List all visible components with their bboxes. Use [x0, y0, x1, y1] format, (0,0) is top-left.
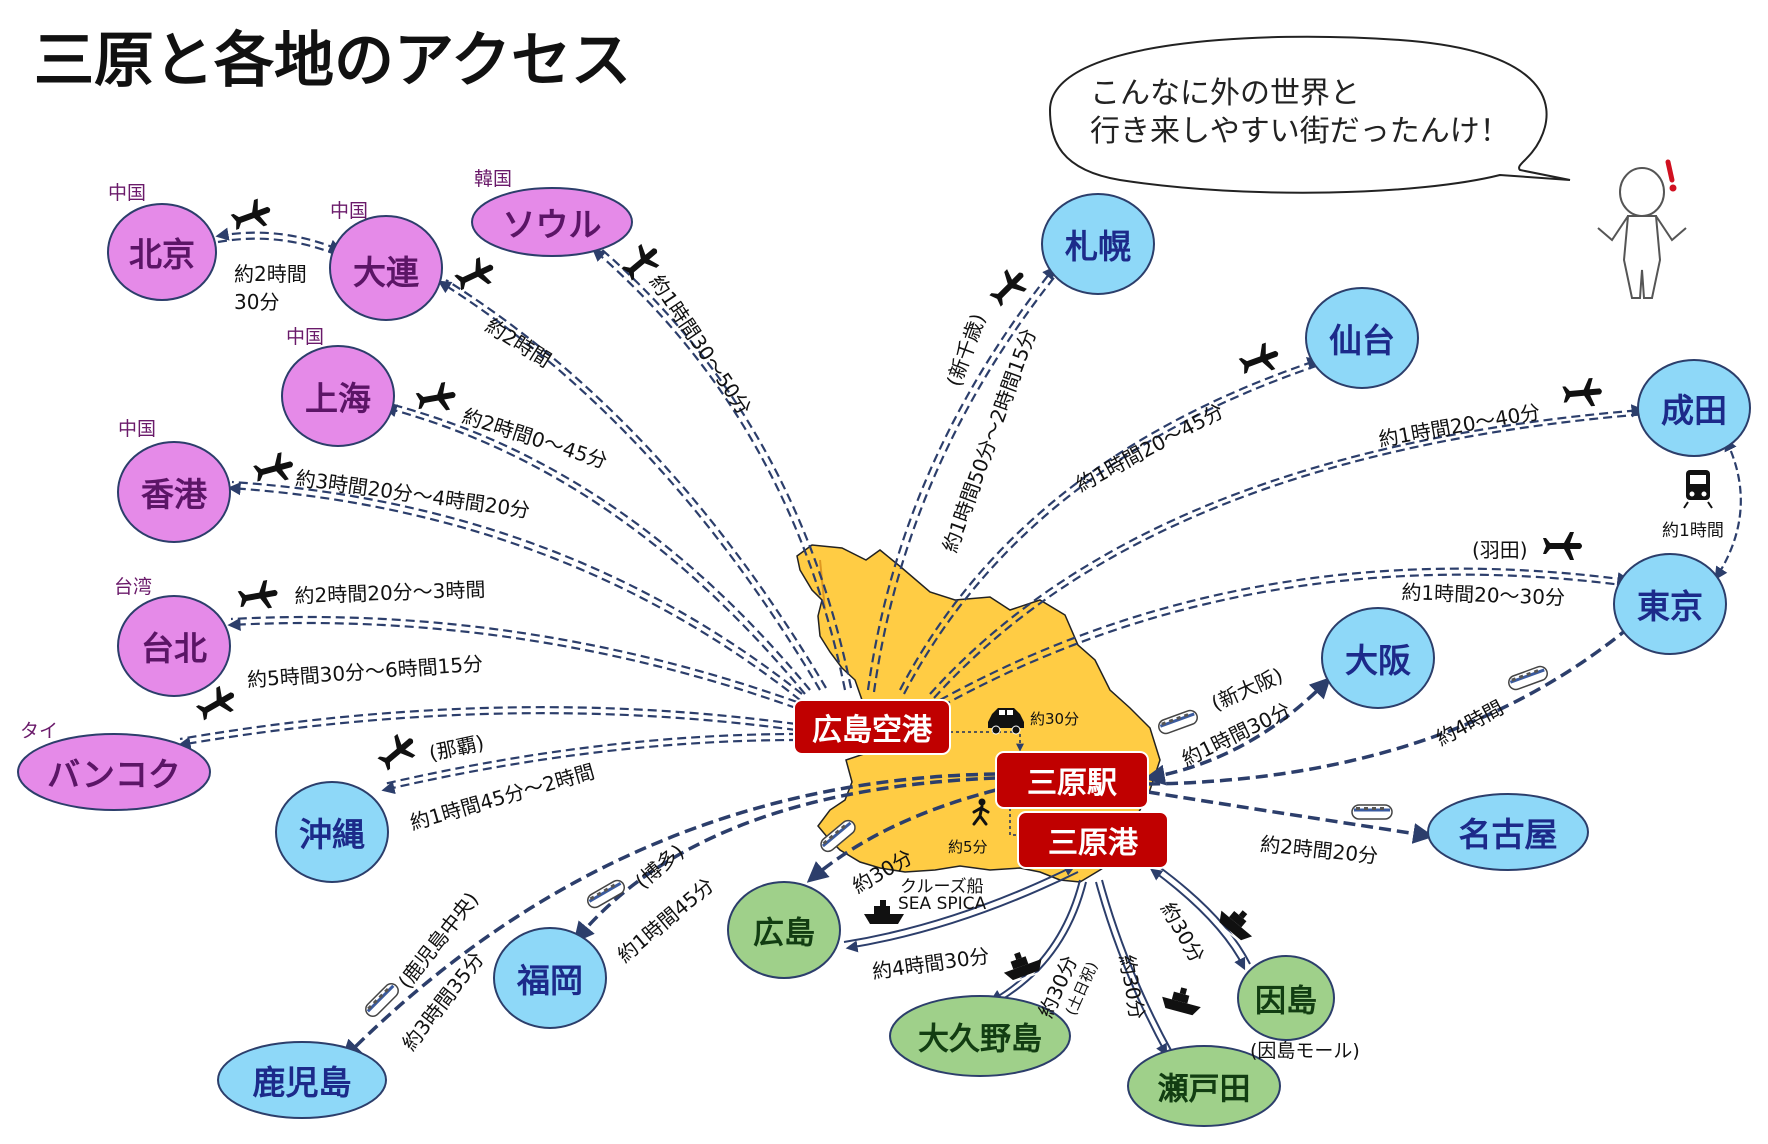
rail-routes: [341, 617, 1642, 1061]
plane-icon: [236, 578, 280, 614]
time-beijing-dalian-1: 約2時間: [234, 262, 307, 286]
person-icon: [1597, 159, 1687, 299]
node-seoul: ソウル: [502, 205, 602, 244]
node-hiroshima: 広島: [753, 915, 815, 952]
node-sapporo: 札幌: [1065, 227, 1131, 266]
node-taipei: 台北: [141, 629, 207, 668]
node-okunoshima: 大久野島: [918, 1021, 1042, 1058]
node-okinawa: 沖縄: [299, 815, 365, 854]
node-beijing: 北京: [129, 235, 195, 274]
ship-icon: [1212, 899, 1262, 947]
train-icon: [1155, 707, 1201, 737]
air-routes: [177, 227, 1647, 795]
local-train-icon: [1683, 470, 1713, 509]
car-icon: [988, 708, 1024, 735]
node-shanghai: 上海: [305, 379, 371, 418]
node-dalian: 大連: [353, 253, 419, 292]
node-hongkong: 香港: [141, 475, 207, 514]
region-seoul: 韓国: [474, 168, 513, 190]
plane-icon: [251, 450, 297, 488]
train-icon: [1505, 663, 1551, 693]
page-title: 三原と各地のアクセス: [34, 26, 631, 96]
ship-icon: [998, 945, 1047, 985]
time-beijing-dalian-2: 30分: [234, 290, 280, 314]
node-nagoya: 名古屋: [1458, 815, 1558, 854]
node-narita: 成田: [1661, 391, 1727, 430]
cruise-label-2: SEA SPICA: [898, 894, 987, 914]
speech-bubble-line1: こんなに外の世界と: [1090, 76, 1360, 111]
region-beijing: 中国: [108, 182, 147, 204]
time-tokyo-air: 約1時間20～30分: [1401, 579, 1566, 610]
hub-airport: 広島空港: [812, 713, 932, 748]
region-hongkong: 中国: [118, 418, 157, 440]
international-nodes: [17, 187, 633, 811]
island-nodes: [727, 881, 1335, 1127]
plane-icon: [373, 728, 422, 776]
sea-routes: [843, 864, 1251, 1057]
region-shanghai: 中国: [286, 326, 325, 348]
node-setoda: 瀬戸田: [1157, 1071, 1251, 1108]
node-sendai: 仙台: [1329, 321, 1395, 360]
train-icon: [583, 876, 629, 912]
node-innoshima: 因島: [1255, 983, 1317, 1020]
speech-bubble: [1048, 35, 1571, 194]
node-tokyo: 東京: [1637, 587, 1703, 626]
domestic-nodes: [217, 193, 1751, 1119]
hub-station: 三原駅: [1027, 766, 1117, 801]
node-osaka: 大阪: [1345, 641, 1411, 680]
car-time: 約30分: [1030, 710, 1080, 728]
region-dalian: 中国: [330, 200, 369, 222]
train-icon: [361, 979, 403, 1021]
region-taipei: 台湾: [114, 576, 153, 598]
plane-icon: [1543, 532, 1582, 560]
plane-icon: [1561, 377, 1604, 409]
ship-icon: [1158, 982, 1206, 1020]
hub-port: 三原港: [1048, 826, 1138, 861]
cruise-label-1: クルーズ船: [900, 877, 984, 897]
walk-time: 約5分: [948, 838, 988, 856]
plane-icon: [1236, 339, 1283, 380]
train-icon: [1350, 803, 1394, 821]
hub-boxes: [793, 699, 1169, 869]
region-bangkok: タイ: [20, 720, 59, 742]
node-fukuoka: 福岡: [517, 961, 583, 1000]
walk-icon: [972, 798, 990, 826]
time-narita-tokyo: 約1時間: [1662, 521, 1724, 541]
plane-icon: [414, 380, 458, 416]
node-bangkok: バンコク: [47, 755, 181, 794]
plane-icon: [228, 195, 275, 236]
node-kagoshima: 鹿児島: [252, 1063, 352, 1102]
speech-bubble-line2: 行き来しやすい街だったんけ！: [1090, 114, 1510, 149]
time-innoshima-note: (因島モール): [1250, 1040, 1360, 1062]
time-tokyo-air-note: (羽田): [1472, 538, 1528, 562]
